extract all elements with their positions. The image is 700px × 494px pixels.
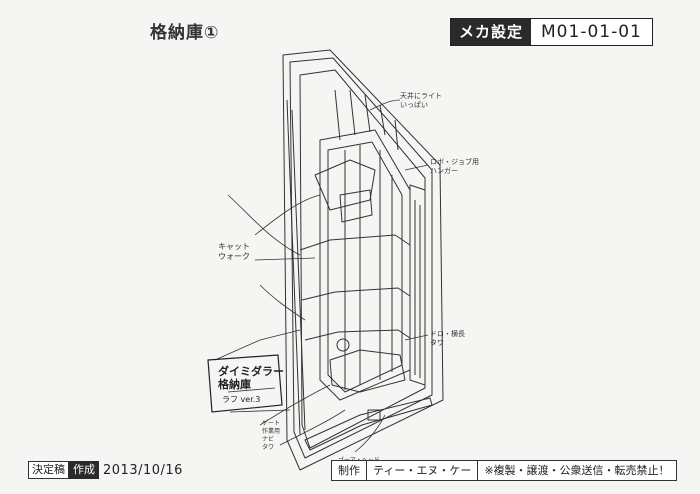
studio-name: ティー・エヌ・ケー <box>367 461 479 480</box>
footer-status: 決定稿 作成 2013/10/16 <box>28 461 183 479</box>
gate-note: ゲート 作業用 ナビ タワ <box>262 420 281 451</box>
callout-box <box>207 354 283 413</box>
tower-note: ドロ・横長 タワ <box>430 330 465 347</box>
callout-version: ラフ ver.3 <box>222 395 261 404</box>
status-badge: 決定稿 <box>28 461 69 479</box>
created-date: 2013/10/16 <box>103 462 183 478</box>
footer-credits: 制作 ティー・エヌ・ケー ※複製・譲渡・公衆送信・転売禁止！ <box>331 460 677 481</box>
production-label: 制作 <box>332 461 367 480</box>
callout-title: ダイミダラー 格納庫 <box>218 365 284 391</box>
sheet-code: M01-01-01 <box>541 22 642 42</box>
ceiling-note: 天井にライト いっぱい <box>400 92 442 109</box>
category-label: メカ設定 <box>451 19 532 45</box>
sheet-header: メカ設定 M01-01-01 <box>450 18 653 46</box>
created-badge: 作成 <box>69 461 99 479</box>
hanger-note: ロボ・ジョブ用 ハンガー <box>430 158 479 175</box>
copy-notice: ※複製・譲渡・公衆送信・転売禁止！ <box>484 464 670 477</box>
sheet-title: 格納庫① <box>150 23 220 43</box>
catwalk-label: キャット ウォーク <box>218 242 250 261</box>
